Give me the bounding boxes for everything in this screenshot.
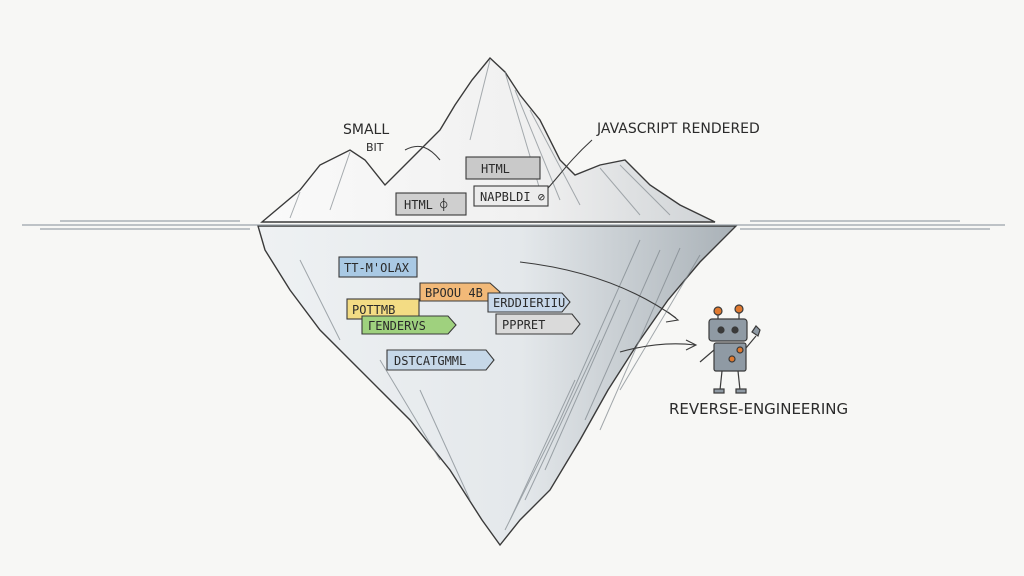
svg-text:HTML: HTML	[481, 162, 510, 176]
arrow-head-2	[685, 339, 698, 351]
svg-text:NAPBLDI ⊘: NAPBLDI ⊘	[480, 190, 545, 204]
label-bit: BIT	[366, 141, 384, 154]
svg-text:ERDDIERIIU: ERDDIERIIU	[493, 296, 565, 310]
tag-erddieriiu: ERDDIERIIU	[487, 292, 571, 313]
svg-text:POTTMB: POTTMB	[352, 303, 395, 317]
water-line	[22, 220, 1005, 230]
svg-text:BPOOU 4B: BPOOU 4B	[425, 286, 483, 300]
arrow-to-robot-2	[619, 343, 696, 353]
svg-text:HTML ⌽: HTML ⌽	[404, 198, 447, 212]
tag-html-top: HTML	[465, 156, 541, 180]
label-javascript-rendered: JAVASCRIPT RENDERED	[596, 121, 760, 137]
robot-icon	[699, 304, 761, 394]
svg-text:PPPRET: PPPRET	[502, 318, 545, 332]
label-reverse-engineering: REVERSE-ENGINEERING	[669, 400, 848, 418]
arrow-head-1	[665, 311, 680, 323]
tag-html-mid: HTML ⌽	[395, 192, 467, 216]
svg-text:ГENDERVS: ГENDERVS	[368, 319, 426, 333]
tag-ppppret: PPPRET	[495, 313, 581, 335]
tag-bpoou-4b: BPOOU 4B	[419, 282, 501, 302]
tag-dstcatgmml: DSTCATGMML	[386, 349, 495, 371]
pointer-small-bit	[404, 145, 441, 161]
tag-tt-m-olax: TT-M'OLAX	[338, 256, 418, 278]
underwater-shading	[299, 239, 701, 531]
tag-pottmb: POTTMB	[346, 298, 420, 320]
svg-text:TT-M'OLAX: TT-M'OLAX	[344, 261, 410, 275]
tag-renders: ГENDERVS	[361, 315, 457, 335]
arrow-to-robot-1	[519, 261, 677, 319]
label-small: SMALL	[343, 122, 389, 138]
iceberg-peak	[260, 56, 716, 223]
pointer-js-rendered	[547, 139, 593, 189]
svg-text:DSTCATGMML: DSTCATGMML	[394, 354, 466, 368]
tag-napbldi: NAPBLDI ⊘	[473, 185, 549, 207]
iceberg-underwater	[257, 225, 738, 547]
